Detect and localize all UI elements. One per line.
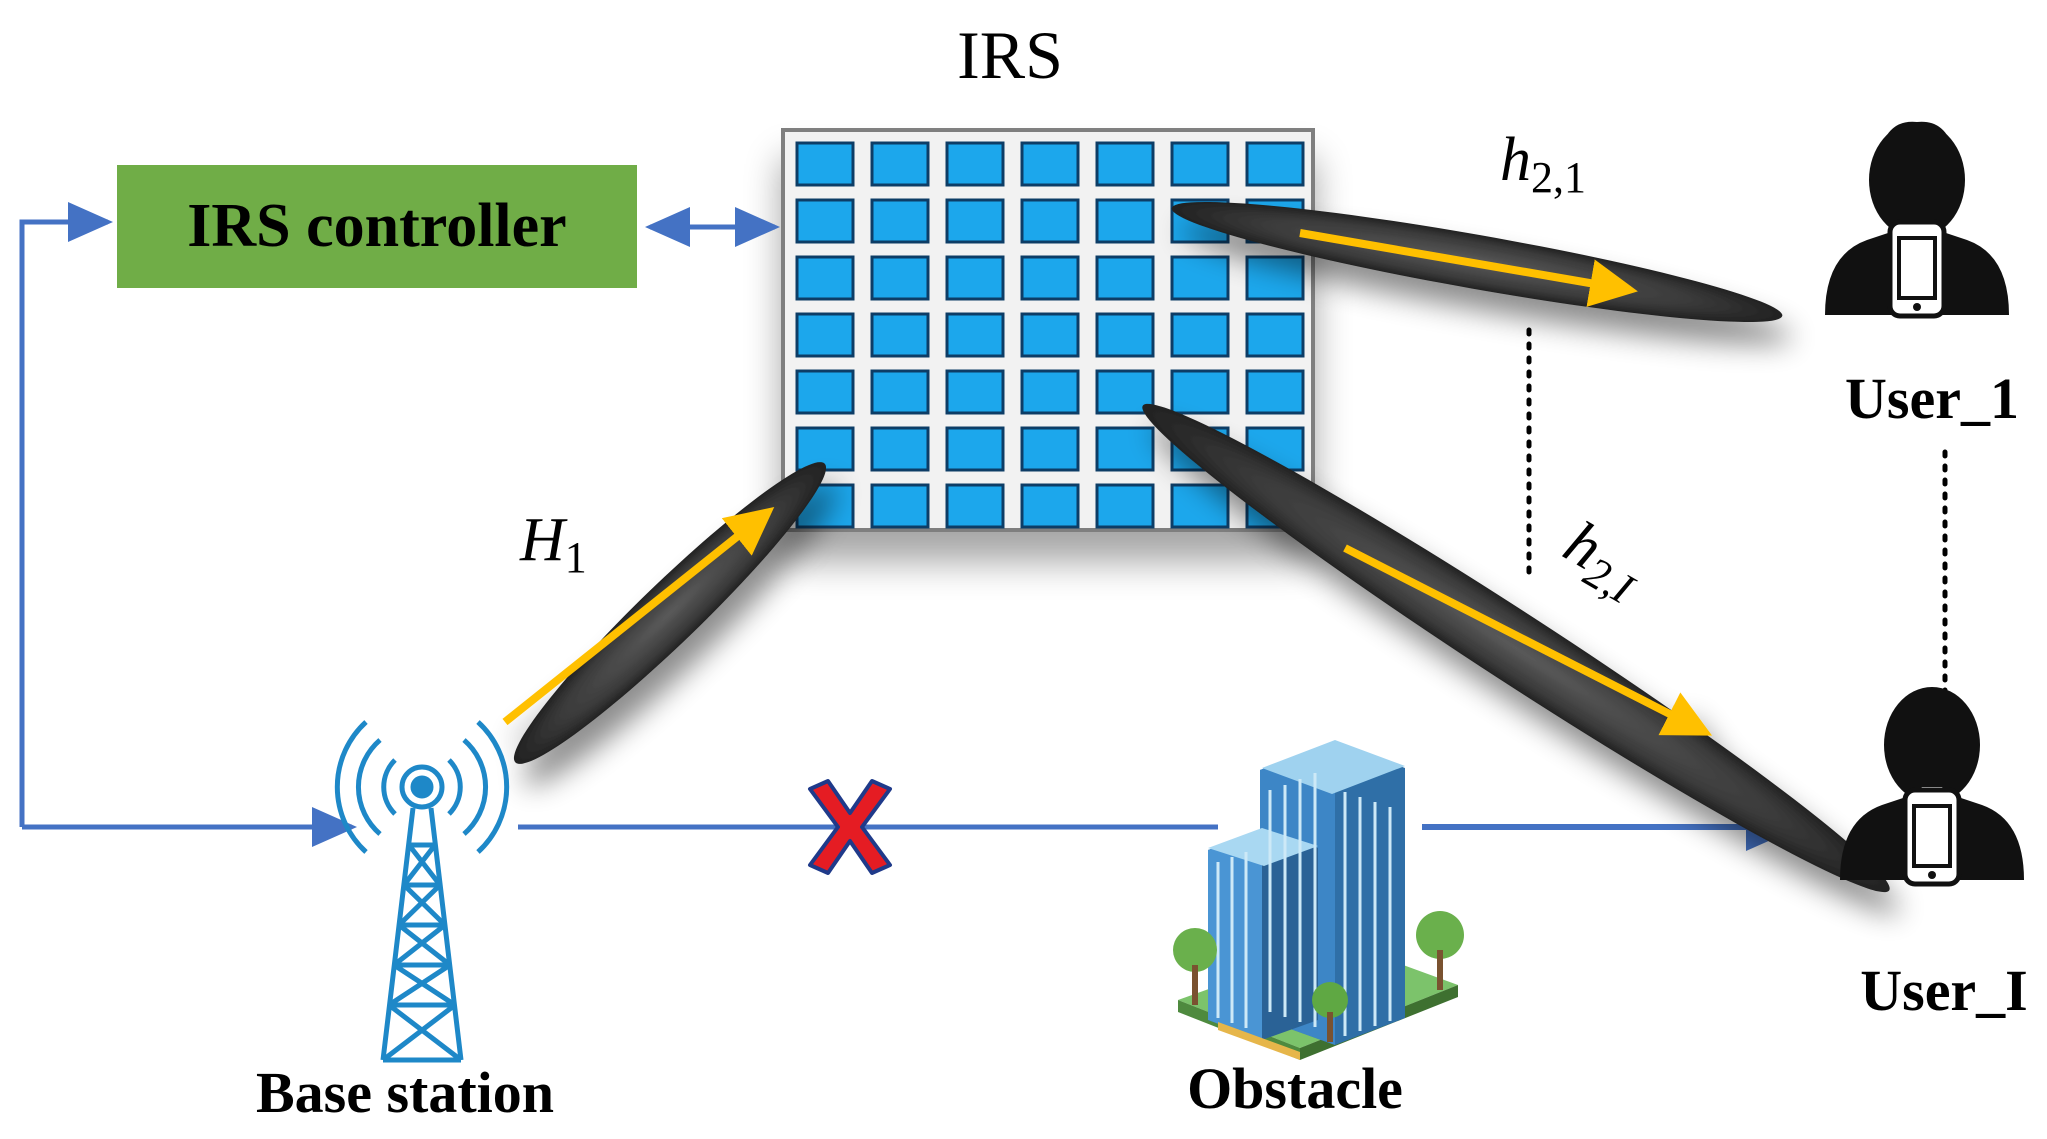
irs-controller-box[interactable]: IRS controller [117, 165, 637, 288]
beam-h1 [502, 462, 827, 764]
irs-element [870, 255, 930, 301]
user-1-label: User_1 [1845, 366, 2019, 431]
irs-element [1020, 198, 1080, 244]
irs-element [795, 198, 855, 244]
beam-h2i [1142, 403, 1890, 893]
irs-element [1095, 426, 1155, 472]
irs-element [1095, 255, 1155, 301]
base-station-tower-icon [334, 720, 510, 1063]
irs-element [1095, 483, 1155, 529]
irs-element [1245, 369, 1305, 415]
channel-label-h1: H1 [519, 506, 587, 582]
blocked-x-icon [808, 779, 892, 875]
irs-title: IRS [957, 17, 1063, 93]
irs-element [1245, 312, 1305, 358]
irs-element [1095, 312, 1155, 358]
irs-element [870, 369, 930, 415]
irs-element [1020, 255, 1080, 301]
irs-element [1245, 255, 1305, 301]
beam-h21 [1171, 201, 1783, 323]
irs-element [870, 198, 930, 244]
channel-label-h2i: h2,I [1549, 508, 1657, 614]
irs-element [945, 426, 1005, 472]
irs-element [1170, 483, 1230, 529]
irs-element [1170, 255, 1230, 301]
irs-element [945, 198, 1005, 244]
irs-element [870, 312, 930, 358]
building-icon [1173, 740, 1464, 1060]
irs-element [945, 483, 1005, 529]
irs-element [945, 141, 1005, 187]
irs-element [1095, 141, 1155, 187]
irs-element [870, 141, 930, 187]
user-icon [1825, 121, 2009, 319]
irs-element [1245, 141, 1305, 187]
irs-element [1020, 312, 1080, 358]
irs-element [795, 141, 855, 187]
irs-element [870, 483, 930, 529]
channel-label-h21: h2,1 [1500, 126, 1586, 202]
irs-element [795, 255, 855, 301]
irs-element [945, 369, 1005, 415]
irs-element [1170, 369, 1230, 415]
irs-element [1170, 312, 1230, 358]
irs-element [945, 255, 1005, 301]
irs-element [945, 312, 1005, 358]
irs-controller-label: IRS controller [187, 192, 566, 260]
obstacle-label: Obstacle [1187, 1056, 1403, 1121]
user-icon [1840, 687, 2024, 887]
irs-element [1095, 198, 1155, 244]
user-i-label: User_I [1860, 958, 2028, 1023]
irs-element [1020, 141, 1080, 187]
irs-element [1020, 426, 1080, 472]
irs-element [1170, 141, 1230, 187]
irs-element [870, 426, 930, 472]
irs-element [1020, 369, 1080, 415]
irs-element [795, 426, 855, 472]
irs-element [1020, 483, 1080, 529]
feedback-link [19, 202, 113, 827]
irs-element [795, 369, 855, 415]
base-station-label: Base station [256, 1060, 554, 1125]
irs-element [795, 312, 855, 358]
